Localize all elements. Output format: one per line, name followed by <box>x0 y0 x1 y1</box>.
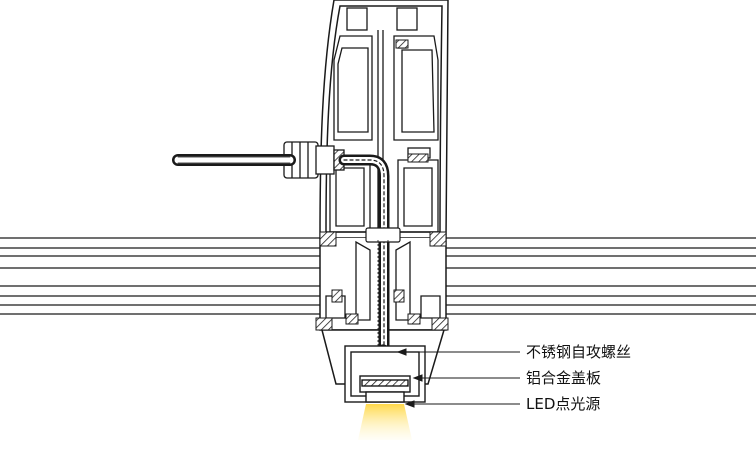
label-aluminum-cover: 铝合金盖板 <box>526 369 601 387</box>
gaskets <box>315 39 449 331</box>
glass-panes <box>0 237 756 315</box>
aluminum-cover-plate <box>344 345 426 403</box>
label-stainless-screw: 不锈钢自攻螺丝 <box>526 343 631 361</box>
leader-lines <box>396 348 520 408</box>
power-cable <box>172 154 390 356</box>
led-light-beam <box>358 404 412 440</box>
label-led-point-light: LED点光源 <box>526 395 600 413</box>
